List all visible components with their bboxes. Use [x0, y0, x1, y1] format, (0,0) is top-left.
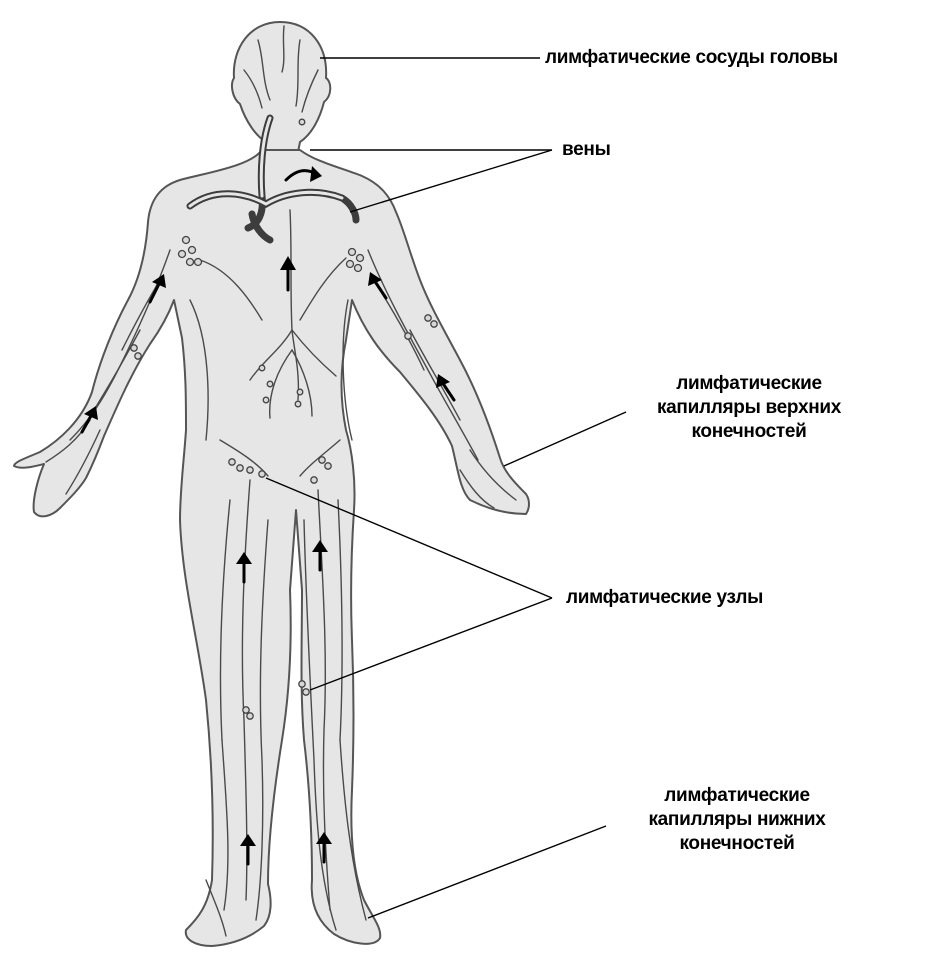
label-veins: вены — [562, 138, 611, 162]
label-upper-capillaries: лимфатические капилляры верхних конечнос… — [630, 372, 868, 444]
label-head-vessels: лимфатические сосуды головы — [545, 46, 838, 70]
label-lower-capillaries: лимфатические капилляры нижних конечност… — [620, 784, 854, 856]
label-upper-capillaries-line-3: конечностей — [630, 420, 868, 444]
body-outline — [14, 150, 529, 946]
leader-upper-capillaries — [504, 412, 626, 466]
label-lower-capillaries-line-2: капилляры нижних — [620, 808, 854, 832]
body-silhouette — [14, 22, 529, 946]
label-lower-capillaries-line-1: лимфатические — [620, 784, 854, 808]
label-lower-capillaries-line-3: конечностей — [620, 832, 854, 856]
leader-lower-capillaries — [368, 826, 606, 918]
label-lymph-nodes: лимфатические узлы — [566, 586, 763, 610]
label-upper-capillaries-line-1: лимфатические — [630, 372, 868, 396]
label-upper-capillaries-line-2: капилляры верхних — [630, 396, 868, 420]
leader-veins-b — [350, 150, 552, 212]
